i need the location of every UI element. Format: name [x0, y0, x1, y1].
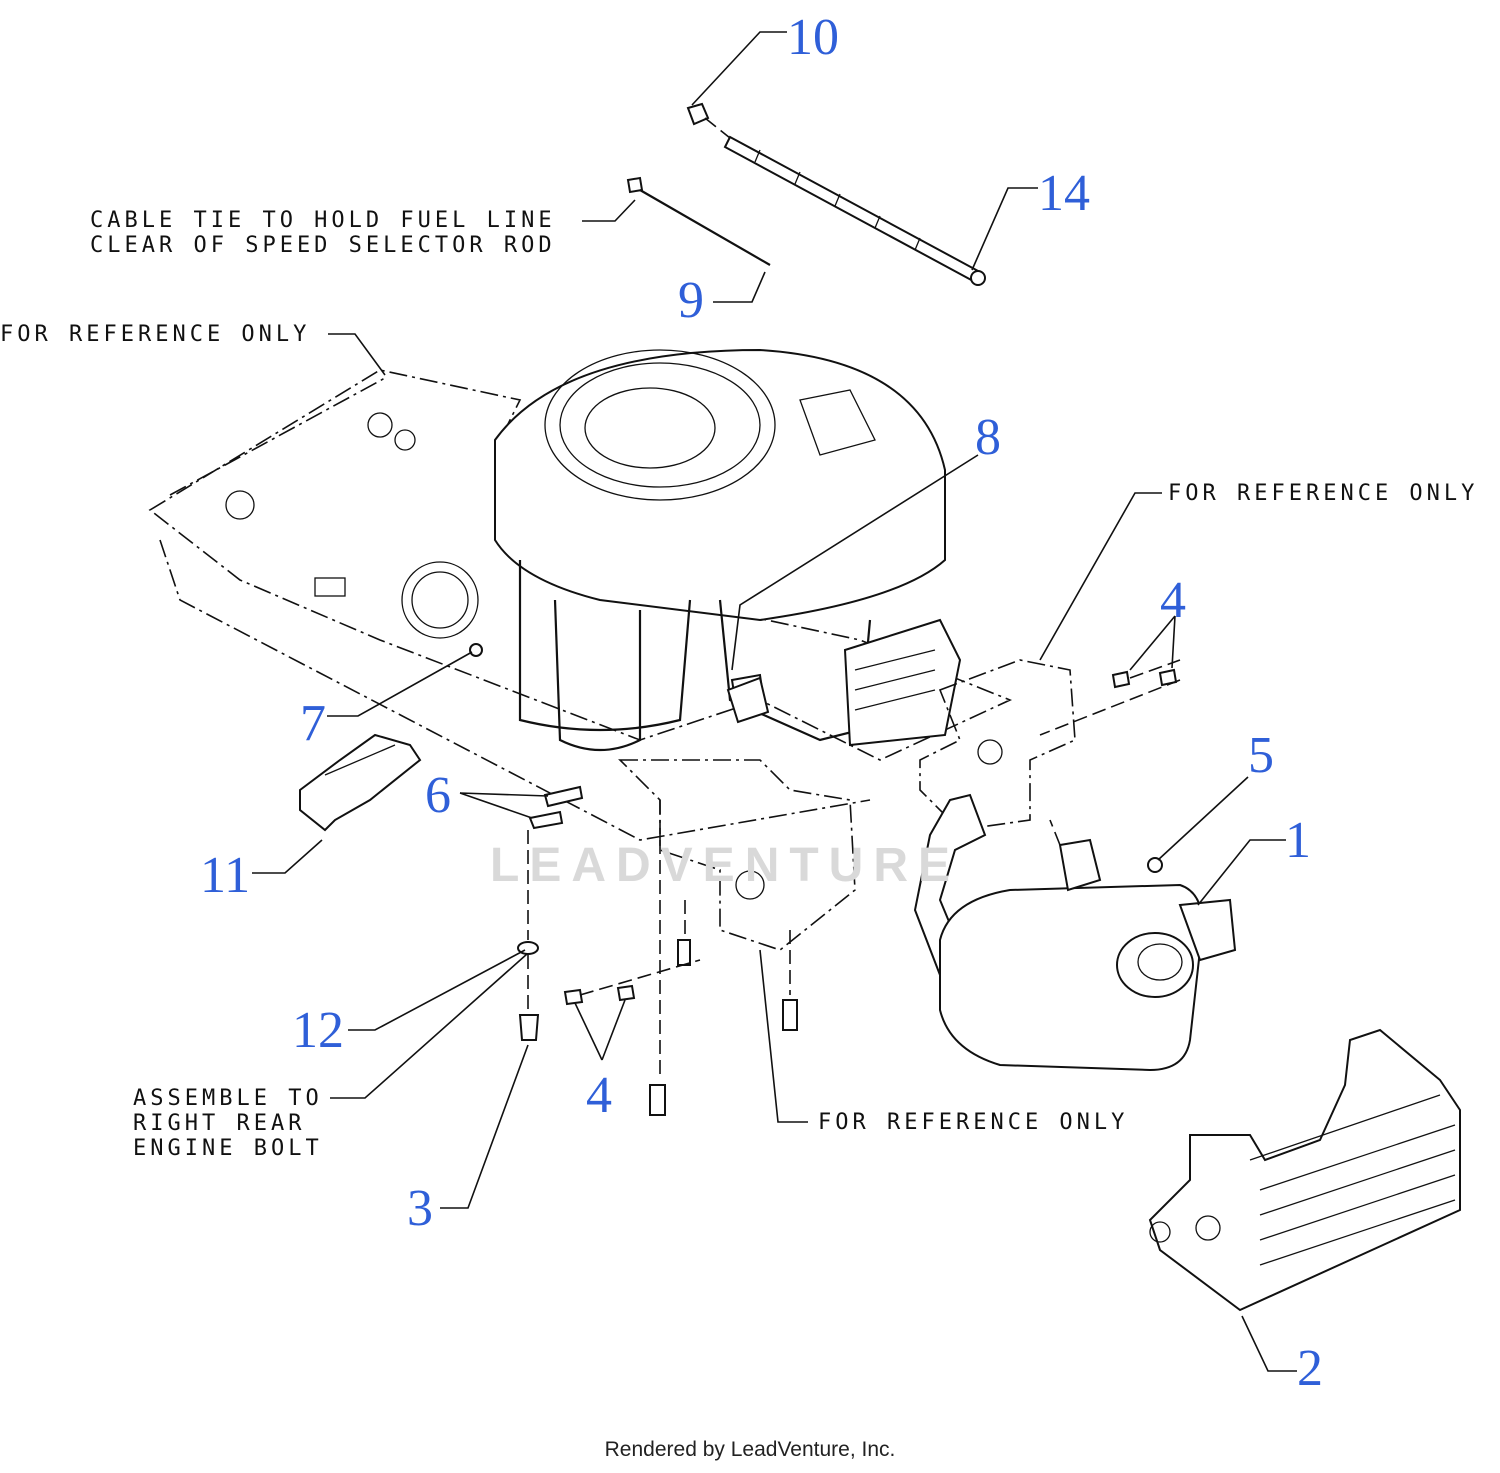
- note-reference-left: FOR REFERENCE ONLY: [0, 322, 311, 347]
- note-reference-bottom: FOR REFERENCE ONLY: [818, 1110, 1129, 1135]
- footer-credit: Rendered by LeadVenture, Inc.: [604, 1438, 896, 1461]
- callout-5: 5: [1248, 727, 1274, 784]
- hardware: [469, 643, 1181, 1116]
- callout-7: 7: [300, 695, 326, 752]
- cable-tie: [626, 176, 771, 266]
- note-assemble: ASSEMBLE TO RIGHT REAR ENGINE BOLT: [133, 1086, 323, 1161]
- callout-9: 9: [678, 272, 704, 329]
- callout-11: 11: [200, 847, 251, 904]
- engine: [494, 348, 962, 752]
- muffler: [913, 793, 1237, 1072]
- side-shield: [299, 733, 422, 832]
- gasket: [726, 676, 770, 724]
- watermark: LEADVENTURE: [490, 839, 961, 892]
- heat-shield: [1148, 1028, 1461, 1312]
- leader-lines: [252, 31, 1297, 1372]
- selector-rod: [686, 102, 986, 286]
- right-bracket: [919, 659, 1076, 831]
- callout-1: 1: [1285, 812, 1311, 869]
- callout-14: 14: [1038, 165, 1090, 222]
- callout-4-right: 4: [1160, 572, 1186, 629]
- note-reference-right: FOR REFERENCE ONLY: [1168, 481, 1479, 506]
- callout-6: 6: [425, 767, 451, 824]
- callout-2: 2: [1297, 1340, 1323, 1397]
- note-cable-tie: CABLE TIE TO HOLD FUEL LINE CLEAR OF SPE…: [90, 208, 556, 258]
- callout-10: 10: [787, 9, 839, 66]
- callout-3: 3: [407, 1180, 433, 1237]
- chassis-plate: [148, 369, 1013, 841]
- callout-4-bottom: 4: [586, 1067, 612, 1124]
- callout-12: 12: [292, 1002, 344, 1059]
- callout-8: 8: [975, 409, 1001, 466]
